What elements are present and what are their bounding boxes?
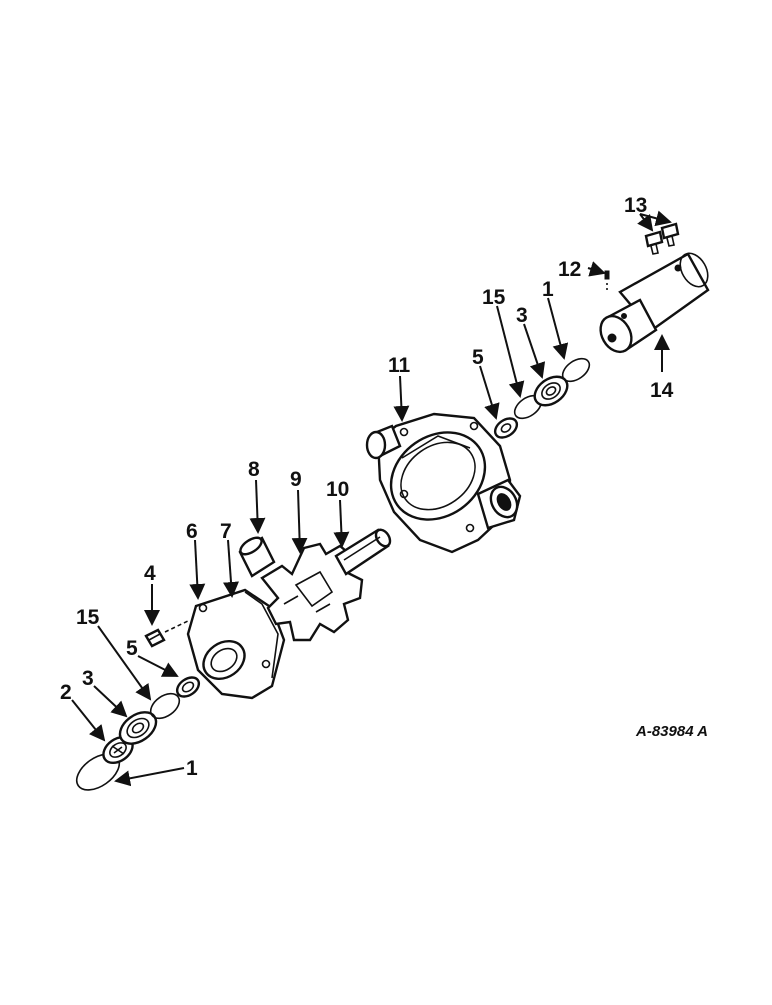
callout-6: 6 [186, 520, 198, 543]
drive-coupling [599, 252, 710, 354]
callout-3-left: 3 [82, 667, 94, 690]
callout-14: 14 [650, 379, 674, 402]
callout-11: 11 [388, 354, 411, 377]
callout-2: 2 [60, 681, 72, 704]
callout-15-left: 15 [76, 606, 100, 629]
callout-13: 13 [624, 194, 647, 217]
callout-4: 4 [144, 562, 156, 585]
ball-bearing-right [533, 375, 569, 407]
callout-5-left: 5 [126, 637, 138, 660]
rotor [260, 542, 364, 642]
callout-3-right: 3 [516, 304, 528, 327]
retaining-ring-left [149, 692, 181, 720]
callout-9: 9 [290, 468, 302, 491]
callout-15-right: 15 [482, 286, 506, 309]
callout-8: 8 [248, 458, 260, 481]
pump-cover [186, 588, 286, 700]
callout-7: 7 [220, 520, 232, 543]
pump-shaft [334, 528, 392, 576]
callout-5-right: 5 [472, 346, 484, 369]
drawing-reference-number: A-83984 A [635, 723, 708, 740]
pump-housing [365, 412, 522, 554]
seal-left [175, 676, 201, 698]
pipe-plug [144, 619, 191, 648]
snap-ring-right [561, 357, 591, 383]
callout-10: 10 [326, 478, 349, 501]
dowel-pin [604, 270, 610, 292]
callout-12: 12 [558, 258, 581, 281]
callout-1-right: 1 [542, 278, 554, 301]
callout-1-left: 1 [186, 757, 198, 780]
seal-right [493, 417, 519, 439]
drive-pin [238, 536, 276, 578]
